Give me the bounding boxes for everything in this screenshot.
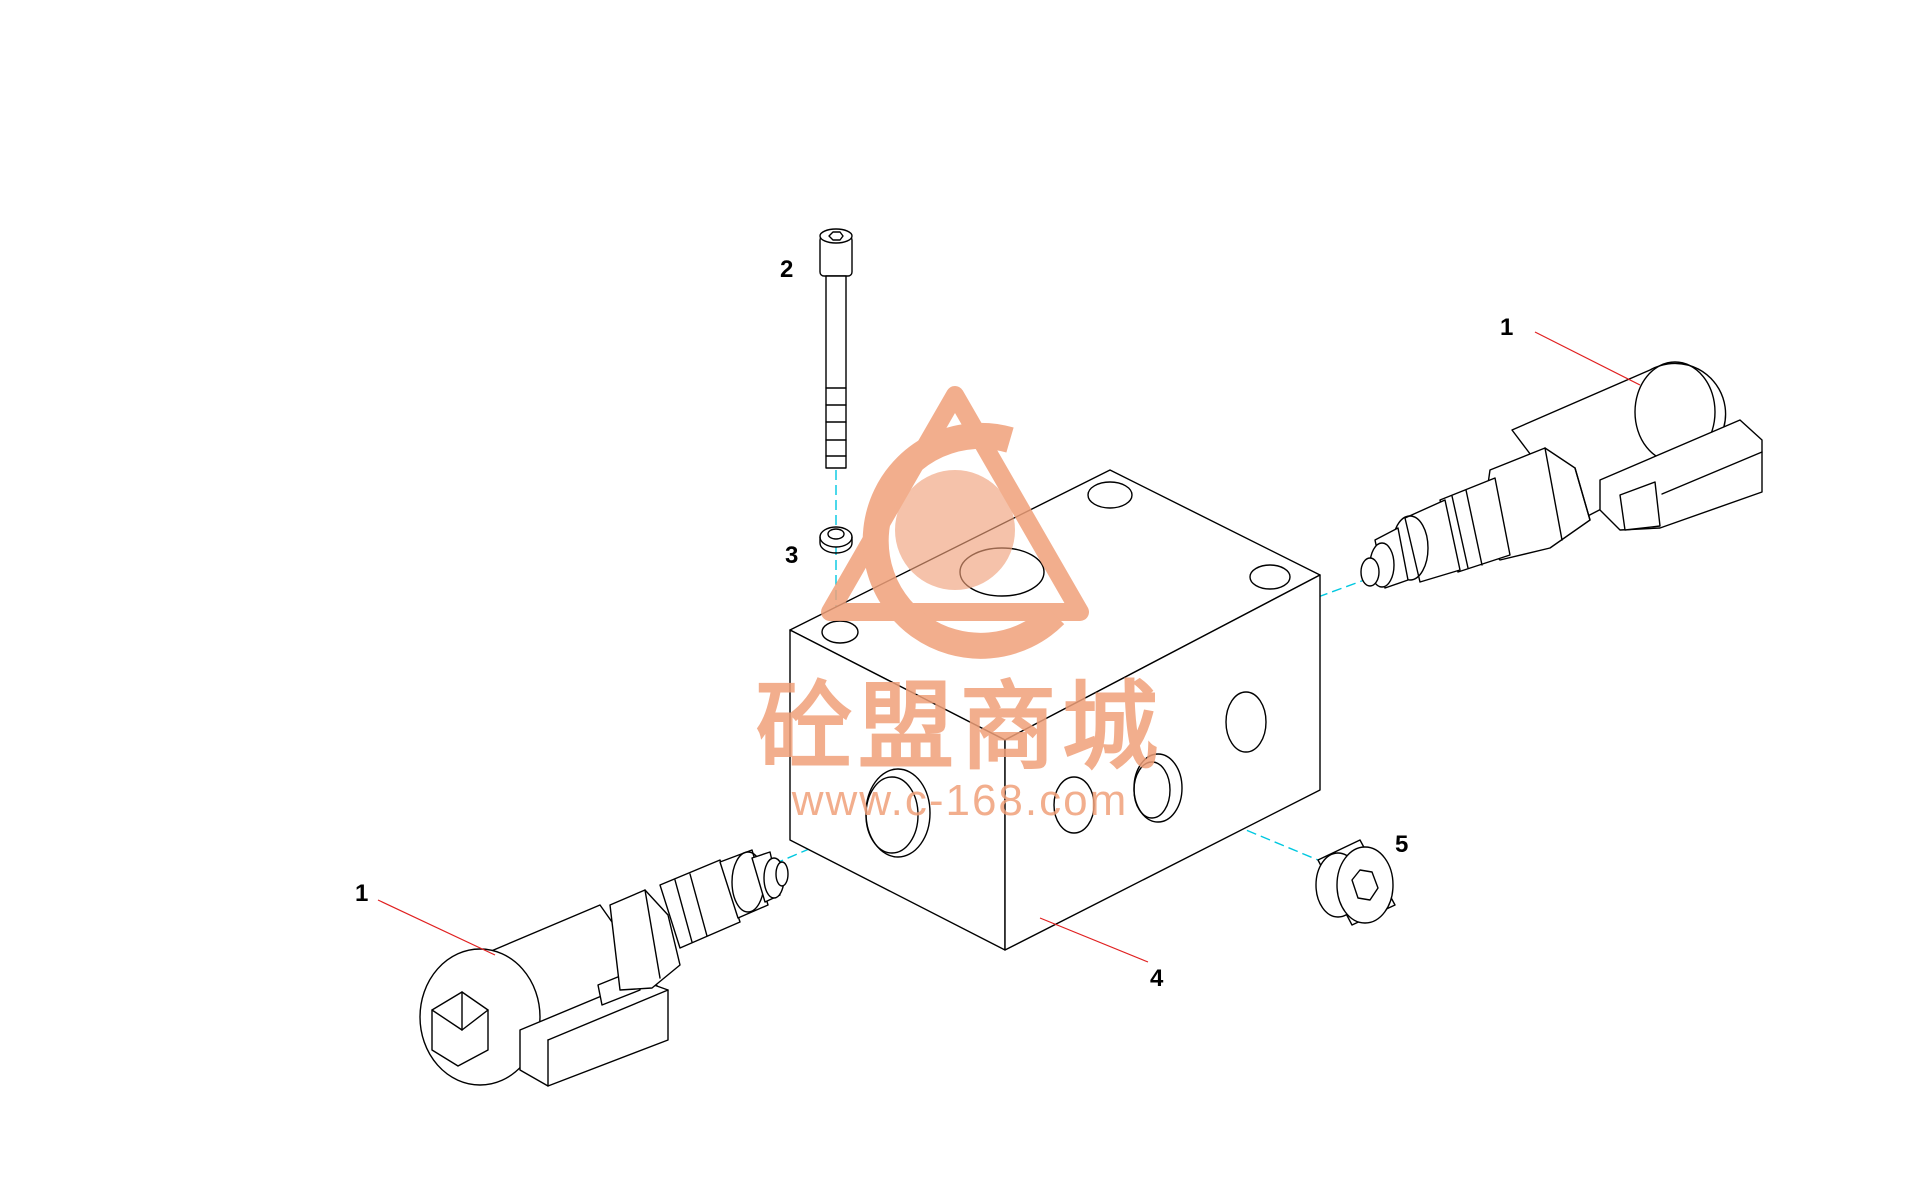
watermark: 砼盟商城 www.c-168.com	[756, 386, 1164, 825]
watermark-title: 砼盟商城	[756, 671, 1164, 783]
callout-2: 2	[780, 256, 793, 283]
washer	[819, 526, 853, 554]
callout-4: 4	[1150, 965, 1164, 992]
callouts: 1 1 2 3 4 5	[355, 256, 1513, 992]
callout-5: 5	[1395, 831, 1408, 858]
socket-head-bolt	[819, 228, 853, 469]
watermark-url: www.c-168.com	[791, 776, 1129, 825]
callout-1-lower: 1	[355, 880, 368, 907]
callout-3: 3	[785, 542, 798, 569]
solenoid-valve-lower	[419, 849, 789, 1087]
callout-1-upper: 1	[1500, 314, 1513, 341]
solenoid-valve-upper	[1360, 361, 1763, 589]
leader-lines	[377, 331, 1641, 963]
watermark-logo-icon	[821, 386, 1089, 659]
hex-socket-plug	[1315, 839, 1396, 926]
